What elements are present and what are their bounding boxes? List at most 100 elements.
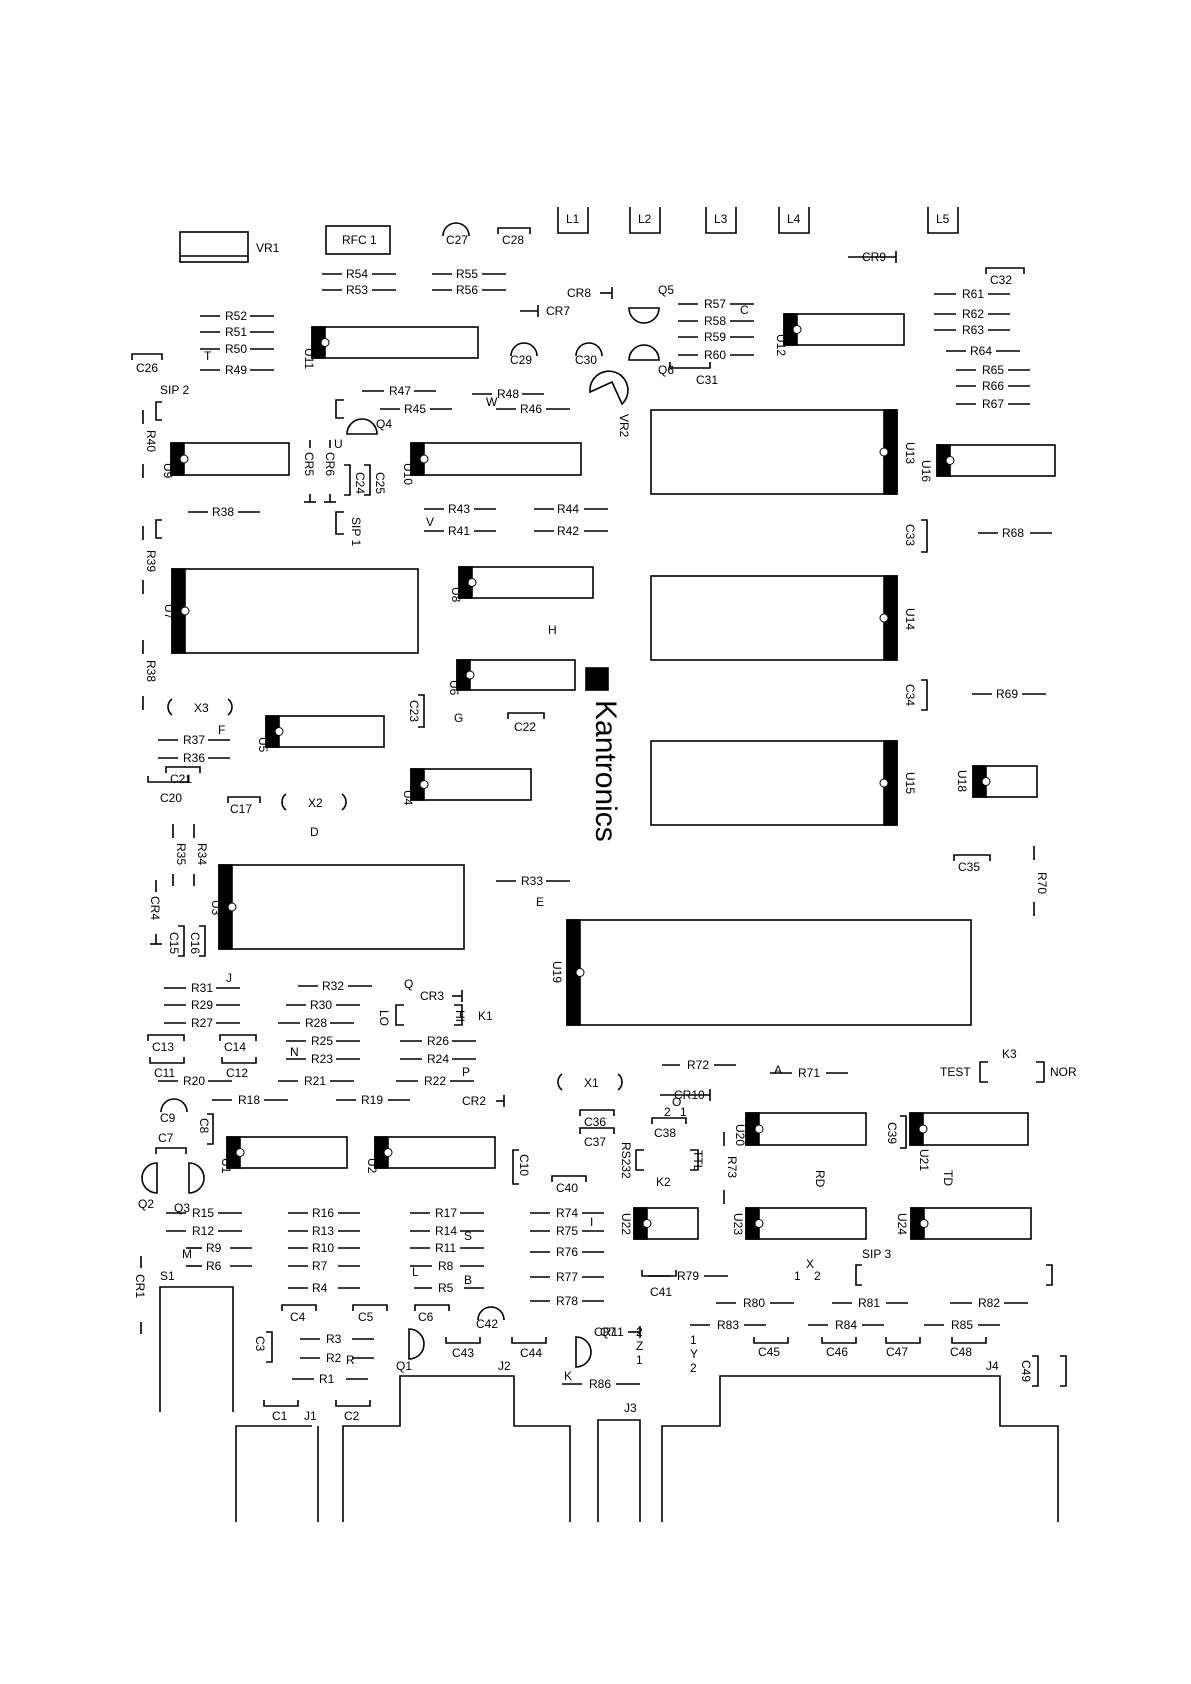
chip-label: U16	[919, 460, 933, 482]
jumper-label: K1	[478, 1009, 493, 1023]
jumper-outline	[690, 1149, 699, 1171]
inductor-label: L2	[638, 212, 652, 226]
resistor-label: R32	[322, 979, 344, 993]
test-point-marker: U	[334, 437, 343, 451]
resistor-label: R86	[589, 1377, 611, 1391]
connector-outline	[342, 1375, 571, 1522]
capacitor-outline	[165, 766, 201, 773]
resistor-label: R50	[225, 342, 247, 356]
test-point-marker: N	[290, 1045, 299, 1059]
transistor-label: Q1	[396, 1359, 412, 1373]
transistor-outline	[628, 307, 660, 324]
capacitor-outline	[579, 1109, 615, 1116]
diode-label: CR3	[420, 989, 444, 1003]
resistor-label: R74	[556, 1206, 578, 1220]
chip-outline	[171, 568, 419, 654]
inductor-outline	[557, 207, 589, 234]
capacitor-label: C1	[272, 1409, 288, 1423]
pin1-notch	[918, 1124, 928, 1134]
resistor-label: R21	[304, 1074, 326, 1088]
chip-outline	[458, 566, 594, 599]
capacitor-outline	[885, 1337, 921, 1344]
chip-outline	[566, 919, 972, 1026]
chip-outline	[374, 1136, 496, 1169]
resistor-label: R66	[982, 379, 1004, 393]
capacitor-outline	[147, 776, 189, 783]
capacitor-outline	[985, 267, 1025, 274]
chip-outline	[745, 1207, 867, 1240]
pin-label: 1	[636, 1353, 643, 1367]
resistor-label: R22	[424, 1074, 446, 1088]
capacitor-outline	[821, 1337, 857, 1344]
capacitor-outline	[160, 1098, 188, 1113]
test-point-marker: L	[412, 1265, 419, 1279]
pin1-notch	[792, 325, 802, 334]
capacitor-outline	[641, 1270, 677, 1277]
capacitor-outline	[335, 1400, 371, 1407]
resistor-label: R33	[521, 874, 543, 888]
chip-label: U13	[903, 442, 917, 464]
pin-label: O	[672, 1095, 681, 1109]
chip-label: U22	[619, 1213, 633, 1235]
chip-label: U20	[733, 1124, 747, 1146]
pin1-notch	[981, 777, 991, 786]
capacitor-label: C20	[160, 791, 182, 805]
transistor-label: Q5	[658, 283, 674, 297]
chip-outline	[410, 768, 532, 801]
pin1-notch	[879, 447, 889, 457]
capacitor-outline	[953, 854, 991, 861]
resistor-label: R51	[225, 325, 247, 339]
resistor-label: R26	[427, 1034, 449, 1048]
capacitor-label: C43	[452, 1346, 474, 1360]
resistor-label: R73	[725, 1156, 739, 1178]
capacitor-label: C23	[407, 700, 421, 722]
capacitor-label: C31	[696, 373, 718, 387]
capacitor-label: C48	[950, 1345, 972, 1359]
connector-label: J3	[624, 1401, 637, 1415]
resistor-label: R18	[238, 1093, 260, 1107]
resistor-label: R31	[191, 981, 213, 995]
resistor-label: R75	[556, 1224, 578, 1238]
resistor-label: R4	[312, 1281, 328, 1295]
capacitor-outline	[512, 1149, 519, 1185]
capacitor-label: C29	[510, 353, 532, 367]
resistor-label: R81	[858, 1296, 880, 1310]
diode-label: CR10	[674, 1088, 705, 1102]
capacitor-label: C30	[575, 353, 597, 367]
chip-outline	[311, 326, 479, 359]
capacitor-label: C40	[556, 1181, 578, 1195]
capacitor-label: C47	[886, 1345, 908, 1359]
resistor-label: R45	[404, 402, 426, 416]
capacitor-label: C46	[826, 1345, 848, 1359]
pin-label: 2	[636, 1325, 643, 1339]
chip-label: U8	[449, 587, 463, 603]
resistor-label: R20	[183, 1074, 205, 1088]
capacitor-label: C25	[373, 472, 387, 494]
test-point-marker: K	[564, 1369, 572, 1383]
chip-label: U18	[955, 770, 969, 792]
resistor-label: R13	[312, 1224, 334, 1238]
chip-outline	[218, 864, 465, 950]
diode-label: CR4	[148, 896, 162, 920]
resistor-label: R68	[1002, 526, 1024, 540]
capacitor-label: C34	[903, 684, 917, 706]
capacitor-label: C6	[418, 1310, 434, 1324]
chip-label: U11	[302, 348, 316, 369]
capacitor-outline	[669, 362, 711, 369]
resistor-label: R76	[556, 1245, 578, 1259]
chip-outline	[936, 444, 1056, 477]
capacitor-outline	[219, 1034, 257, 1041]
regulator-outline	[179, 231, 249, 263]
resistor-label: R72	[687, 1058, 709, 1072]
sip-outline	[855, 1264, 862, 1286]
capacitor-label: C3	[253, 1336, 267, 1352]
resistor-label: R60	[704, 348, 726, 362]
inductor-outline	[927, 207, 959, 234]
pin1-notch	[879, 613, 889, 623]
capacitor-label: C35	[958, 860, 980, 874]
capacitor-outline	[921, 679, 928, 711]
resistor-label: R16	[312, 1206, 334, 1220]
diode-label: CR8	[567, 286, 591, 300]
resistor-label: R1	[319, 1372, 335, 1386]
diode-label: CR2	[462, 1094, 486, 1108]
